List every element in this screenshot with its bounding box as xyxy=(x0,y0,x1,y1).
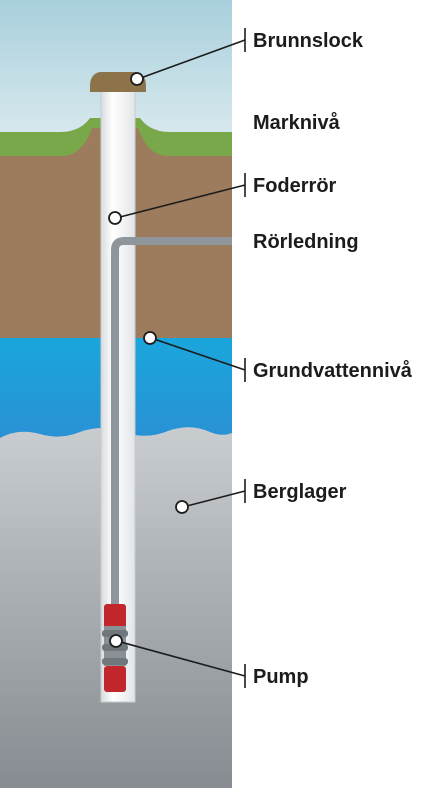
label-pump: Pump xyxy=(253,666,309,688)
pump-leader xyxy=(116,640,246,677)
callouts: Brunnslock Marknivå Foderrör Rörledning … xyxy=(108,28,413,688)
label-ground-level: Marknivå xyxy=(253,111,341,134)
label-casing: Foderrör xyxy=(253,175,337,197)
label-well-cap: Brunnslock xyxy=(253,30,364,52)
groundwater-leader xyxy=(150,337,246,371)
well-cap-leader xyxy=(137,39,246,80)
well-cap-marker xyxy=(130,72,144,86)
pump xyxy=(102,604,128,692)
groundwater-marker xyxy=(143,331,157,345)
bedrock-leader xyxy=(182,490,246,508)
label-groundwater-level: Grundvattennivå xyxy=(253,359,413,382)
pump-ring-1 xyxy=(102,630,128,637)
pump-marker xyxy=(109,634,123,648)
bedrock-marker xyxy=(175,500,189,514)
pump-ring-3 xyxy=(102,658,128,665)
casing-leader xyxy=(115,184,246,219)
label-pipeline: Rörledning xyxy=(253,231,359,253)
label-bedrock: Berglager xyxy=(253,481,347,503)
pump-top-section xyxy=(104,604,126,628)
casing-marker xyxy=(108,211,122,225)
pump-bottom-section xyxy=(104,666,126,692)
water-pipeline xyxy=(111,237,232,610)
